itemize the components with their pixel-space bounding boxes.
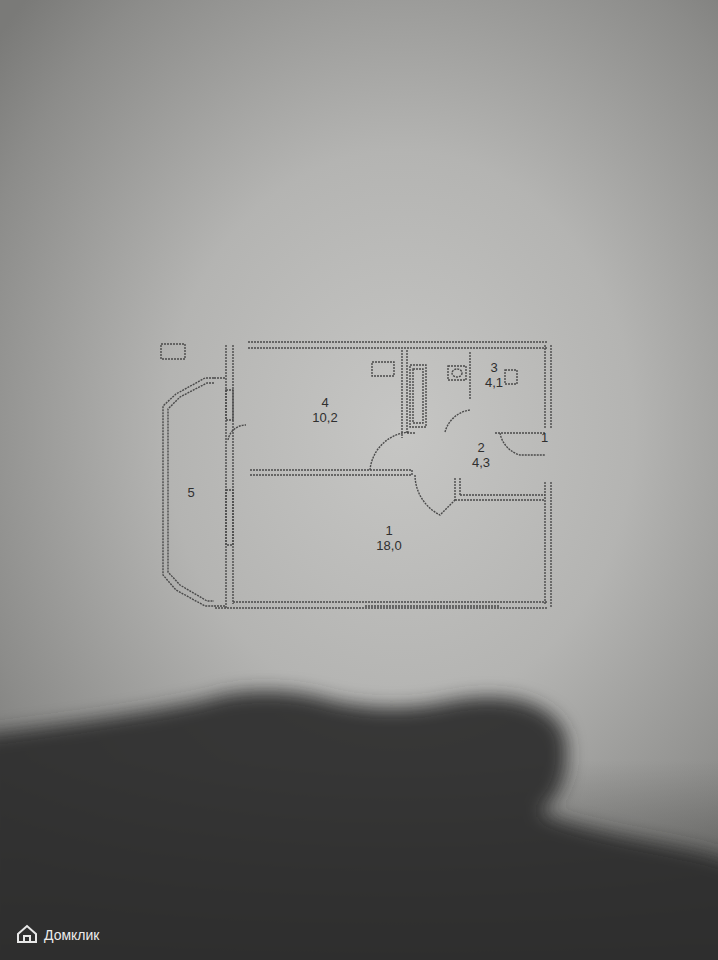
room-area-value: 10,2 [312,410,337,425]
room-number: 4 [321,395,328,410]
room-area: 118,0 [236,478,542,598]
room-area: 34,1 [476,358,512,392]
room-area-value: 18,0 [376,538,401,553]
room-area: 5 [170,470,212,514]
room-number: 2 [477,440,484,455]
room-area-value: 4,3 [472,455,490,470]
room-area: 24,3 [462,438,500,472]
callout-number: 1 [541,430,548,445]
room-number: 1 [385,523,392,538]
room-number: 5 [187,485,194,500]
logo-icon [18,926,36,942]
room-area-value: 4,1 [485,375,503,390]
watermark: Домклик [44,927,99,943]
room-area: 410,2 [250,352,400,468]
room-number: 3 [490,360,497,375]
